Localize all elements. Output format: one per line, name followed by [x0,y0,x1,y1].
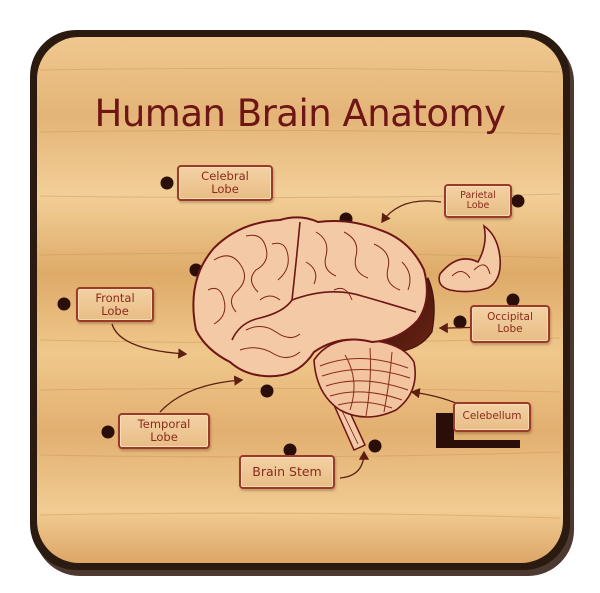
arrow-icon [111,200,482,479]
label-celebellum: Celebellum [453,402,531,432]
parietal-loose-piece [438,224,502,293]
cerebellum-slot [436,413,520,448]
label-celebral-lobe: Celebral Lobe [177,165,273,201]
page-title: Human Brain Anatomy [94,92,506,135]
peg-hole-icon [57,176,525,457]
gyri [207,231,411,358]
label-temporal-lobe: Temporal Lobe [118,413,210,449]
label-occipital-lobe: Occipital Lobe [470,305,550,343]
cerebellum-folds [319,347,411,417]
cerebrum-piece [192,216,428,378]
lobe-divisions [231,221,417,341]
parietal-gyri [451,264,491,279]
label-frontal-lobe: Frontal Lobe [76,287,154,322]
label-parietal-lobe: Parietal Lobe [444,184,512,218]
label-brain-stem: Brain Stem [239,455,335,489]
